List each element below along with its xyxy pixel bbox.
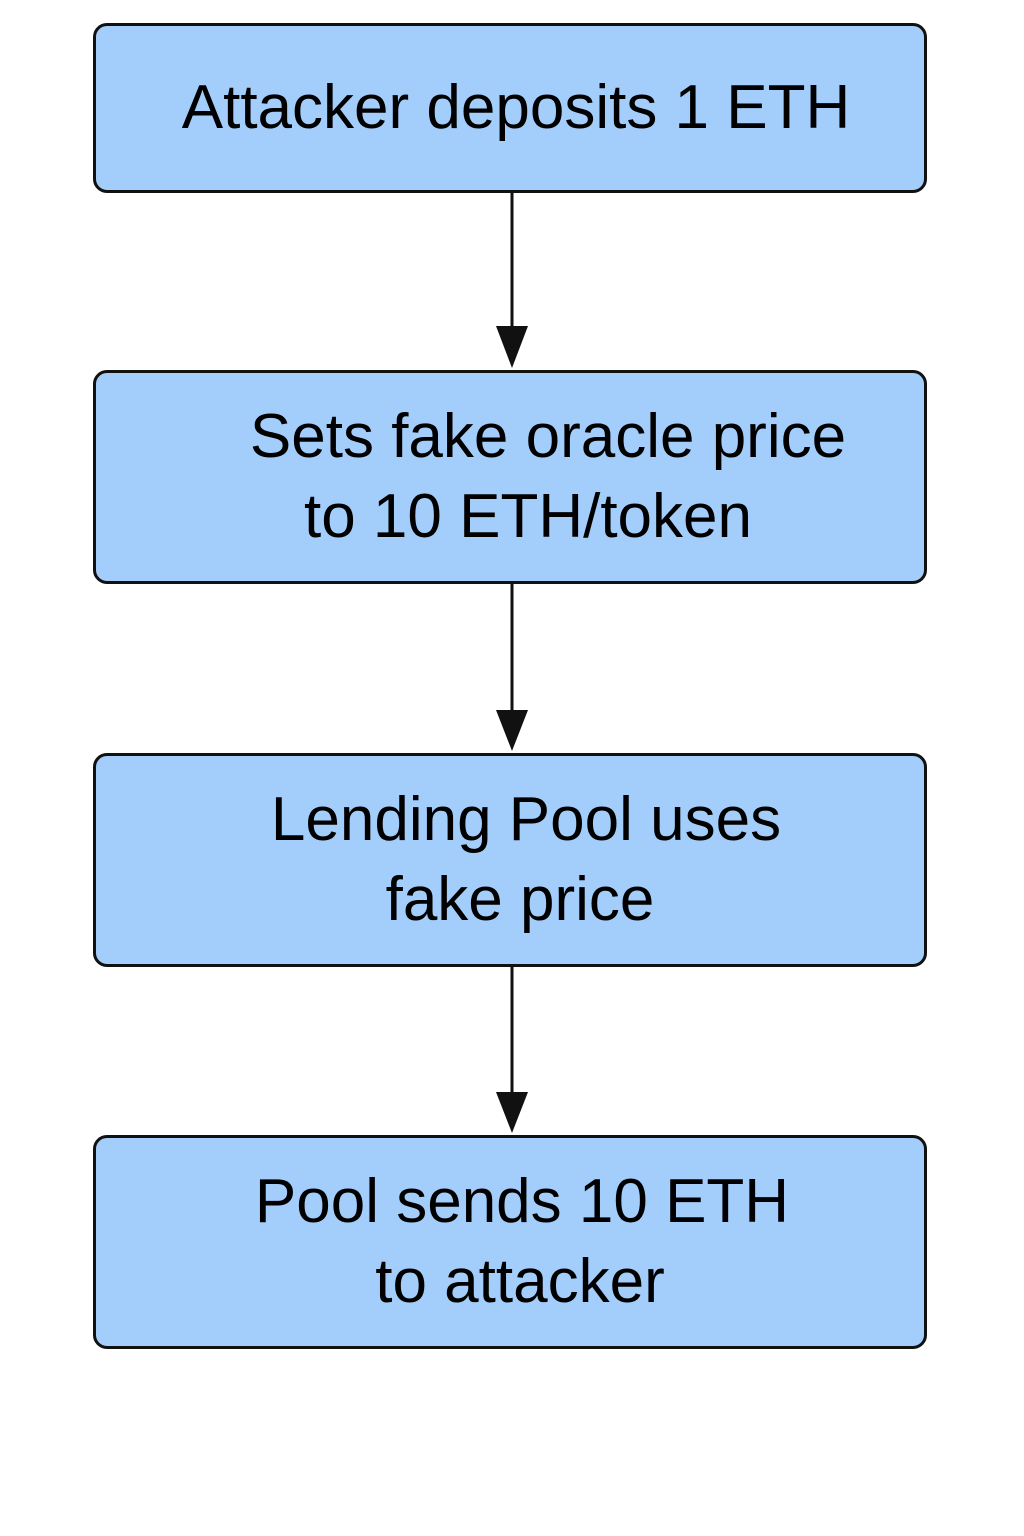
step-sets-fake-oracle-price: Sets fake oracle price to 10 ETH/token	[93, 370, 927, 584]
step-4-text-line-1: Pool sends 10 ETH	[254, 1167, 790, 1236]
step-1-text-line-1: Attacker deposits 1 ETH	[181, 73, 851, 142]
arrow-2-to-3	[496, 584, 528, 751]
step-3-text-line-1: Lending Pool uses	[270, 785, 782, 854]
step-2-text-line-1: Sets fake oracle price	[249, 402, 847, 471]
step-attacker-deposits: Attacker deposits 1 ETH	[93, 23, 927, 193]
step-pool-sends-eth-to-attacker: Pool sends 10 ETH to attacker	[93, 1135, 927, 1349]
step-4-text-line-2: to attacker	[375, 1247, 665, 1316]
step-3-text-line-2: fake price	[385, 865, 655, 934]
step-lending-pool-uses-fake-price: Lending Pool uses fake price	[93, 753, 927, 967]
arrow-1-to-2	[496, 193, 528, 368]
arrow-3-to-4	[496, 967, 528, 1133]
step-2-text-line-2: to 10 ETH/token	[303, 482, 753, 551]
